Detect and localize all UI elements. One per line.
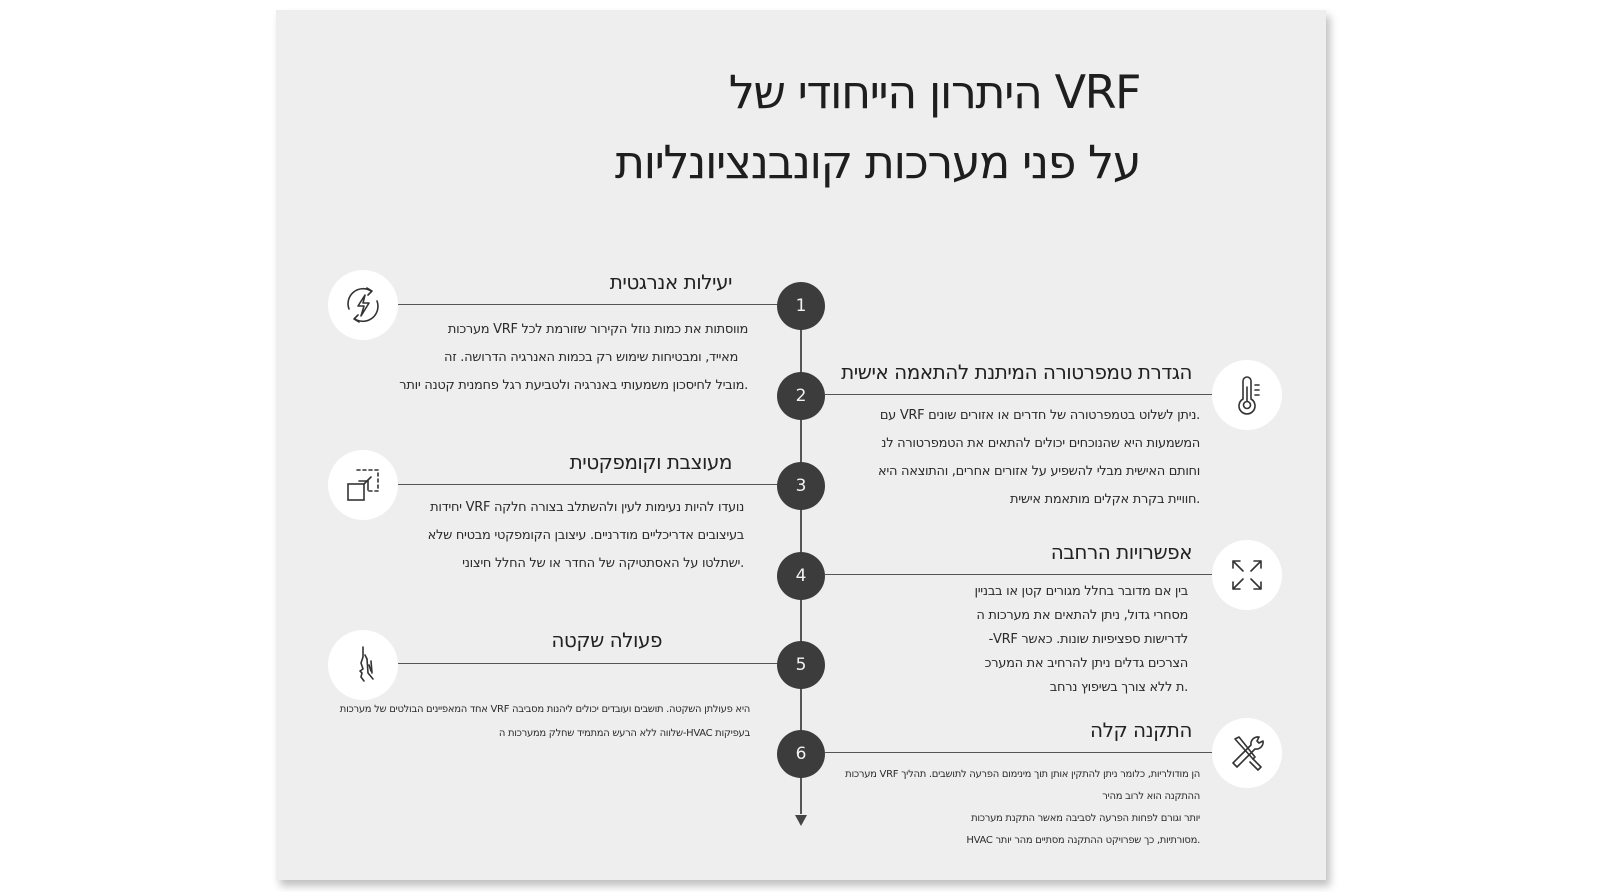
step-number-5: 5	[777, 641, 825, 689]
body-line: .מסורתיות, כך שפרויקט ההתקנה מסתיים מהר …	[966, 835, 1200, 846]
body-line: הן מודולריות, כלומר ניתן להתקין אותן תוך…	[845, 769, 1200, 780]
body-expansion-options: בין אם מדובר בחלל מגורים קטן או בבניין מ…	[974, 580, 1188, 700]
body-line: היא פעולתן השקטה. תושבים ועובדים יכולים …	[339, 704, 751, 715]
body-line: בעפיקות HVAC-שלווה ללא הרעש המתמיד שחלק …	[498, 728, 750, 739]
body-line: בין אם מדובר בחלל מגורים קטן או בבניין	[974, 584, 1188, 599]
connector-line-2	[825, 394, 1215, 395]
body-line: לדרישות ספציפיות שונות. כאשר VRF-	[988, 632, 1189, 647]
step-number-6: 6	[777, 730, 825, 778]
body-custom-temperature: .ניתן לשלוט בטמפרטורה של חדרים או אזורים…	[878, 402, 1200, 514]
energy-cycle-icon	[328, 270, 398, 340]
thermometer-icon	[1212, 360, 1282, 430]
body-line: מאייד, ומבטיחות שימוש רק בכמות האנרגיה ה…	[444, 350, 738, 365]
step-number-2: 2	[777, 372, 825, 420]
connector-line-6	[825, 752, 1215, 753]
step-number-4: 4	[777, 552, 825, 600]
connector-line-3	[398, 484, 778, 485]
body-line: ההתקנה הוא לרוב מהיר	[1102, 791, 1200, 802]
heading-compact-design: מעוצבת וקומפקטית	[569, 450, 733, 474]
connector-line-4	[825, 574, 1215, 575]
heading-energy-efficiency: יעילות אנרגטית	[609, 270, 733, 294]
quiet-gesture-icon	[328, 630, 398, 700]
body-quiet-operation: היא פעולתן השקטה. תושבים ועובדים יכולים …	[339, 698, 751, 746]
body-easy-installation: הן מודולריות, כלומר ניתן להתקין אותן תוך…	[845, 764, 1200, 852]
title-line-1: VRF היתרון הייחודי של	[728, 65, 1142, 119]
body-line: .מוביל לחיסכון משמעותי באנרגיה ולטביעת ר…	[399, 378, 748, 393]
connector-line-1	[398, 304, 778, 305]
body-line: בעיצובים אדריכליים מודרניים. עיצובן הקומ…	[427, 528, 745, 543]
step-number-3: 3	[777, 462, 825, 510]
heading-quiet-operation: פעולה שקטה	[551, 628, 662, 652]
body-compact-design: נועדו להיות נעימות לעין ולהשתלב בצורה חל…	[427, 494, 745, 578]
body-line: המשמעות היא שהנוכחים יכולים להתאים את הט…	[881, 436, 1200, 451]
body-line: .ת ללא צורך בשיפוץ נרחב	[1049, 680, 1189, 695]
body-line: מסחרי גדול, ניתן להתאים את מערכות ה	[976, 608, 1188, 623]
heading-easy-installation: התקנה קלה	[1090, 718, 1192, 742]
body-line: .ישתלטו על האסתטיקה של החדר או של החלל ח…	[462, 556, 744, 571]
tools-icon	[1212, 718, 1282, 788]
compact-resize-icon	[328, 450, 398, 520]
timeline-arrow-icon	[795, 815, 807, 826]
body-line: מווסתות את כמות נוזל הקירור שזורמת לכל V…	[447, 322, 748, 337]
body-line: יותר וגורם לפחות הפרעה לסביבה מאשר התקנת…	[971, 813, 1200, 824]
connector-line-5	[398, 663, 778, 664]
body-line: הצרכים גדלים ניתן להרחיב את המערכ	[984, 656, 1189, 671]
heading-expansion-options: אפשרויות הרחבה	[1050, 540, 1193, 564]
body-line: נועדו להיות נעימות לעין ולהשתלב בצורה חל…	[430, 500, 744, 515]
title-line-2: על פני מערכות קונבנציונליות	[614, 135, 1142, 189]
body-line: .ניתן לשלוט בטמפרטורה של חדרים או אזורים…	[879, 408, 1200, 423]
heading-custom-temperature: הגדרת טמפרטורה המיתנת להתאמה אישית	[841, 360, 1192, 384]
body-energy-efficiency: מווסתות את כמות נוזל הקירור שזורמת לכל V…	[399, 316, 748, 400]
expand-arrows-icon	[1212, 540, 1282, 610]
body-line: .חוויית בקרת אקלים מותאמת אישית	[1010, 492, 1200, 507]
body-line: וחותם האישית מבלי להשפיע על אזורים אחרים…	[878, 464, 1200, 479]
step-number-1: 1	[777, 282, 825, 330]
